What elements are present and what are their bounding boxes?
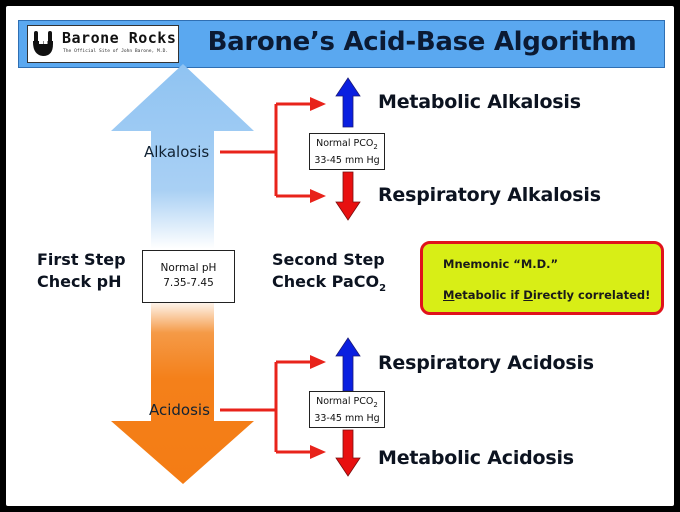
- mnemonic-part-b: irectly correlated!: [532, 288, 651, 302]
- upper-pco2-range: 33-45 mm Hg: [314, 154, 380, 166]
- mnemonic-rule: Metabolic if Directly correlated!: [443, 288, 650, 302]
- normal-ph-range: 7.35-7.45: [163, 277, 214, 289]
- lower-pco2-title-text: Normal PCO: [316, 396, 374, 407]
- acidosis-top-arrowhead: [310, 355, 326, 369]
- logo-title: Barone Rocks: [62, 29, 177, 47]
- mnemonic-box: Mnemonic “M.D.” Metabolic if Directly co…: [420, 241, 664, 315]
- first-step-label: First Step Check pH: [37, 249, 126, 293]
- header-banner: Barone Rocks The Official Site of John B…: [18, 20, 665, 68]
- upper-normal-pco2-box: Normal PCO2 33-45 mm Hg: [309, 133, 385, 170]
- normal-ph-box: Normal pH 7.35-7.45: [142, 250, 235, 303]
- lower-pco2-title: Normal PCO2: [310, 395, 384, 412]
- normal-ph-title: Normal pH: [160, 262, 217, 274]
- lower-pco2-subscript: 2: [373, 400, 378, 409]
- metabolic-alkalosis-up-arrow: [335, 77, 361, 128]
- mnemonic-part-a: etabolic if: [454, 288, 524, 302]
- upper-pco2-title-text: Normal PCO: [316, 138, 374, 149]
- second-step-label: Second Step Check PaCO2: [272, 249, 386, 300]
- respiratory-acidosis-label: Respiratory Acidosis: [378, 352, 594, 374]
- upper-pco2-title: Normal PCO2: [310, 137, 384, 154]
- second-step-line2-text: Check PaCO: [272, 272, 380, 291]
- upper-pco2-subscript: 2: [373, 142, 378, 151]
- acidosis-connector: [220, 360, 310, 454]
- alkalosis-connector: [220, 102, 310, 198]
- metabolic-alkalosis-label: Metabolic Alkalosis: [378, 91, 581, 113]
- respiratory-acidosis-up-arrow: [335, 337, 361, 392]
- second-step-subscript: 2: [379, 283, 387, 295]
- logo-subtitle: The Official Site of John Barone, M.D.: [63, 49, 169, 54]
- mnemonic-m: M: [443, 288, 455, 302]
- alkalosis-label: Alkalosis: [144, 143, 210, 161]
- page-title: Barone’s Acid-Base Algorithm: [207, 27, 637, 57]
- barone-rocks-logo[interactable]: Barone Rocks The Official Site of John B…: [27, 25, 179, 63]
- second-step-line2: Check PaCO2: [272, 271, 386, 300]
- acidosis-bottom-arrowhead: [310, 445, 326, 459]
- rock-hand-icon: [33, 31, 53, 56]
- second-step-line1: Second Step: [272, 250, 385, 269]
- lower-normal-pco2-box: Normal PCO2 33-45 mm Hg: [309, 391, 385, 428]
- alkalosis-bottom-arrowhead: [310, 189, 326, 203]
- first-step-line2: Check pH: [37, 272, 122, 291]
- respiratory-alkalosis-down-arrow: [335, 171, 361, 221]
- slide: Barone Rocks The Official Site of John B…: [6, 6, 674, 506]
- mnemonic-d: D: [523, 288, 533, 302]
- alkalosis-top-arrowhead: [310, 97, 326, 111]
- metabolic-acidosis-down-arrow: [335, 429, 361, 477]
- metabolic-acidosis-label: Metabolic Acidosis: [378, 447, 574, 469]
- acidosis-label: Acidosis: [149, 401, 210, 419]
- lower-pco2-range: 33-45 mm Hg: [314, 412, 380, 424]
- mnemonic-title: Mnemonic “M.D.”: [443, 257, 559, 271]
- respiratory-alkalosis-label: Respiratory Alkalosis: [378, 184, 601, 206]
- first-step-line1: First Step: [37, 250, 126, 269]
